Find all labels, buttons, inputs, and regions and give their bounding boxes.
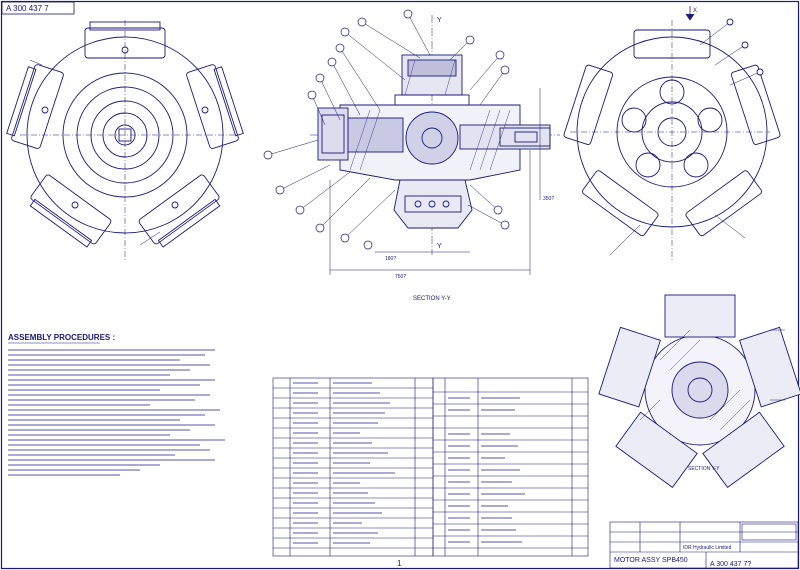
drawing-number-bottom: A 300 437 7? [710,561,751,568]
left-cylinder-lower-left [29,174,112,248]
dimension-body: 180? [385,256,396,262]
left-cylinder-top [84,21,166,59]
parts-list-cell-marks [293,382,525,544]
center-section-view [263,9,560,275]
parts-list-right-rows [433,391,588,549]
left-cylinder-right [186,64,244,149]
lower-right-section-view [598,294,800,489]
title-block [609,521,799,569]
section-marker-bottom: Y [437,243,442,250]
dimension-height: 350? [543,196,554,202]
right-end-view [563,18,781,260]
dimension-overall: 750? [395,274,406,280]
drawing-number-top: A 300 437 7 [1,1,75,15]
left-end-view [6,20,244,260]
section-marker-top: Y [437,17,442,24]
view-marker-x: X [693,8,697,14]
left-cylinder-left [6,64,64,149]
drawing-number-top-text: A 300 437 7 [6,4,49,13]
section-caption: SECTION Y-Y [413,296,451,302]
view-arrow-x [685,6,695,21]
assembly-procedures: ASSEMBLY PROCEDURES : [8,333,225,476]
left-cylinder-lower-right [138,174,221,248]
parts-list-left-rows [273,387,433,549]
assembly-heading: ASSEMBLY PROCEDURES : [8,333,115,342]
title-block-company: IDR Hydraulic Limited [683,545,732,551]
assembly-step-lines [8,349,225,476]
title-block-title: MOTOR ASSY SPB450 [614,557,688,564]
page-number: 1 [397,559,402,568]
parts-list-table [272,377,589,557]
section-view-caption: SECTION Y-Y [688,466,720,472]
